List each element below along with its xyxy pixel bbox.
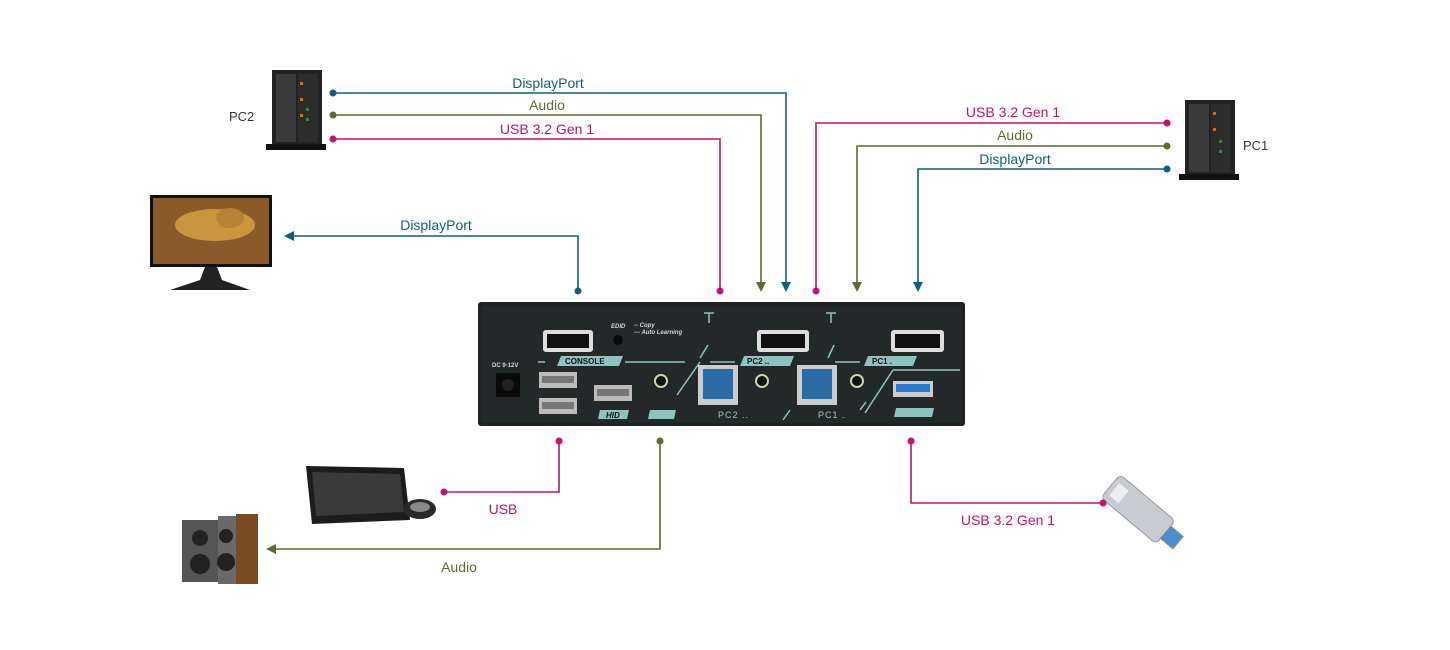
flash-usb-label: USB 3.2 Gen 1 [961, 512, 1055, 528]
pc1-top-label: PC1 . [872, 357, 892, 366]
keyboard-usb-label: USB [489, 501, 518, 517]
connection-dots [329, 89, 1171, 507]
pc2-audio-line [333, 114, 766, 292]
hid-label: HID [606, 411, 620, 420]
monitor-icon [150, 195, 272, 290]
pc2-tower-icon [266, 70, 326, 150]
pc1-displayport-port [891, 330, 944, 352]
flash-usb-line [910, 441, 1103, 504]
pc2-displayport-port [757, 330, 809, 352]
pc1-tower-icon [1179, 100, 1239, 180]
pc-usb-b-ports [698, 365, 837, 405]
usb-flash-drive-icon [1102, 476, 1184, 550]
keyboard-usb-line [444, 441, 560, 493]
edid-copy-label: -- Copy [634, 323, 655, 329]
kvm-switch: EDID -- Copy --- Auto Learning CONSOLE P… [478, 302, 965, 426]
monitor-displayport-label: DisplayPort [400, 217, 472, 233]
speaker-audio-line [266, 441, 661, 554]
console-displayport-port [543, 330, 593, 352]
pc1-bottom-label: PC1 . [818, 410, 846, 420]
edid-auto-label: --- Auto Learning [634, 330, 682, 336]
speaker-audio-label: Audio [441, 559, 477, 575]
console-usb-ports [539, 372, 632, 414]
pc2-label: PC2 [229, 109, 254, 124]
monitor-displayport-line [284, 231, 579, 291]
pc1-usb-line [815, 122, 1167, 291]
pc2-displayport-label: DisplayPort [512, 75, 584, 91]
keyboard-mouse-icon [306, 466, 436, 524]
pc1-displayport-line [913, 168, 1167, 292]
pc2-audio-label: Audio [529, 97, 565, 113]
pc2-displayport-line [333, 92, 791, 292]
pc1-displayport-label: DisplayPort [979, 151, 1051, 167]
dc-label: DC 9-12V [492, 363, 518, 369]
pc2-usb-line [333, 138, 721, 291]
pc1-usb-label: USB 3.2 Gen 1 [966, 104, 1060, 120]
speakers-icon [182, 514, 258, 584]
pc1-label: PC1 [1243, 138, 1268, 153]
pc2-top-label: PC2 .. [747, 357, 769, 366]
pc2-bottom-label: PC2 .. [718, 410, 749, 420]
audio-jacks [654, 374, 864, 388]
pc1-audio-line [852, 145, 1167, 292]
console-label: CONSOLE [565, 357, 605, 366]
pc1-audio-label: Audio [997, 127, 1033, 143]
pc2-usb-label: USB 3.2 Gen 1 [500, 121, 594, 137]
edid-label: EDID [611, 324, 626, 330]
